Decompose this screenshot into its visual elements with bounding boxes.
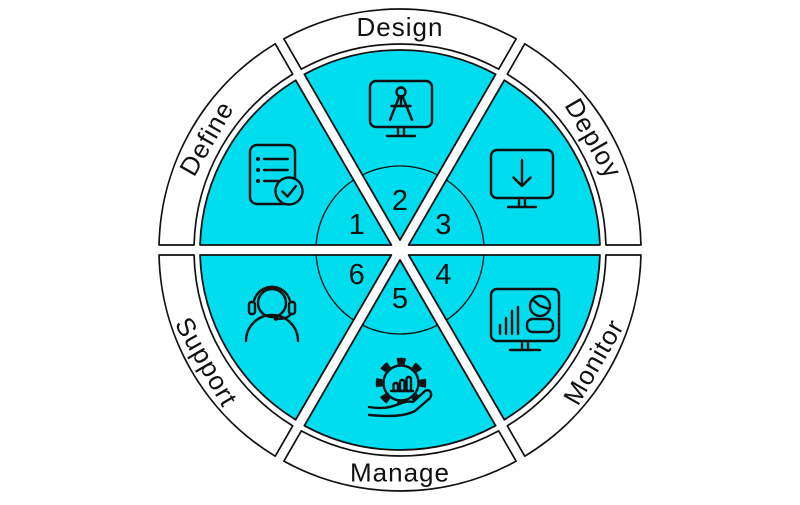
segment-label-design: Design <box>357 12 444 42</box>
segment-label-manage: Manage <box>350 458 450 488</box>
center-number-support: 6 <box>349 259 365 291</box>
support-headset-icon <box>244 285 300 343</box>
wedge-manage <box>303 259 497 451</box>
outer-ring <box>158 8 642 492</box>
wedge-monitor <box>407 254 601 421</box>
ring-segment-support <box>158 254 294 458</box>
center-circle <box>315 165 485 335</box>
center-number-manage: 5 <box>392 283 408 315</box>
center-number-design: 2 <box>392 185 408 217</box>
monitor-analytics-icon <box>489 287 561 352</box>
manage-gear-hand-icon <box>367 357 433 418</box>
ring-segment-deploy <box>506 42 642 246</box>
wedge-deploy <box>407 79 601 246</box>
wedge-design <box>303 49 497 241</box>
wedge-support <box>199 254 393 421</box>
center-number-define: 1 <box>349 209 365 241</box>
design-compass-monitor-icon <box>368 79 434 138</box>
center-number-monitor: 4 <box>435 259 451 291</box>
deploy-download-monitor-icon <box>489 148 555 209</box>
define-checklist-icon <box>248 143 304 206</box>
center-number-deploy: 3 <box>435 209 451 241</box>
step-numbers: 2 3 4 5 6 1 <box>349 185 452 315</box>
ring-segment-manage <box>283 430 517 492</box>
ring-segment-design <box>283 8 517 70</box>
ring-segment-define <box>158 42 294 246</box>
ring-segment-monitor <box>506 254 642 458</box>
